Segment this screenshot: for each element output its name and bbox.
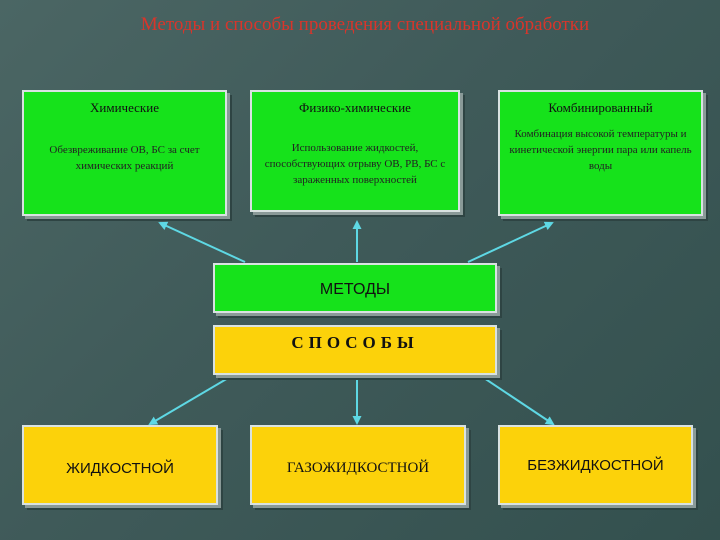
way-label: БЕЗЖИДКОСТНОЙ bbox=[527, 457, 664, 474]
way-box-gasliquid: ГАЗОЖИДКОСТНОЙ bbox=[250, 425, 466, 505]
method-description: Обезвреживание ОВ, БС за счет химических… bbox=[49, 144, 200, 172]
ways-center-box: СПОСОБЫ bbox=[213, 325, 497, 375]
method-box-chemical: Химические Обезвреживание ОВ, БС за счет… bbox=[22, 90, 227, 216]
way-label: ЖИДКОСТНОЙ bbox=[66, 460, 174, 477]
arrow-to-liquid bbox=[148, 373, 236, 426]
arrow-to-dry bbox=[477, 373, 555, 426]
method-description: Комбинация высокой температуры и кинетич… bbox=[509, 128, 692, 172]
diagram-title: Методы и способы проведения специальной … bbox=[140, 14, 590, 35]
arrow-to-chemical bbox=[158, 221, 246, 263]
way-box-liquid: ЖИДКОСТНОЙ bbox=[22, 425, 218, 505]
ways-label: СПОСОБЫ bbox=[291, 333, 419, 352]
method-heading: Химические bbox=[90, 100, 159, 115]
method-box-combined: Комбинированный Комбинация высокой темпе… bbox=[498, 90, 703, 216]
way-label: ГАЗОЖИДКОСТНОЙ bbox=[286, 460, 430, 476]
way-box-dry: БЕЗЖИДКОСТНОЙ bbox=[498, 425, 693, 505]
arrow-to-combined bbox=[467, 221, 554, 263]
methods-label: МЕТОДЫ bbox=[319, 281, 391, 298]
method-box-physchem: Физико-химические Использование жидкосте… bbox=[250, 90, 460, 212]
method-heading: Физико-химические bbox=[299, 100, 411, 115]
methods-center-box: МЕТОДЫ bbox=[213, 263, 497, 313]
method-description: Использование жидкостей, способствующих … bbox=[264, 142, 446, 186]
method-heading: Комбинированный bbox=[548, 100, 653, 115]
